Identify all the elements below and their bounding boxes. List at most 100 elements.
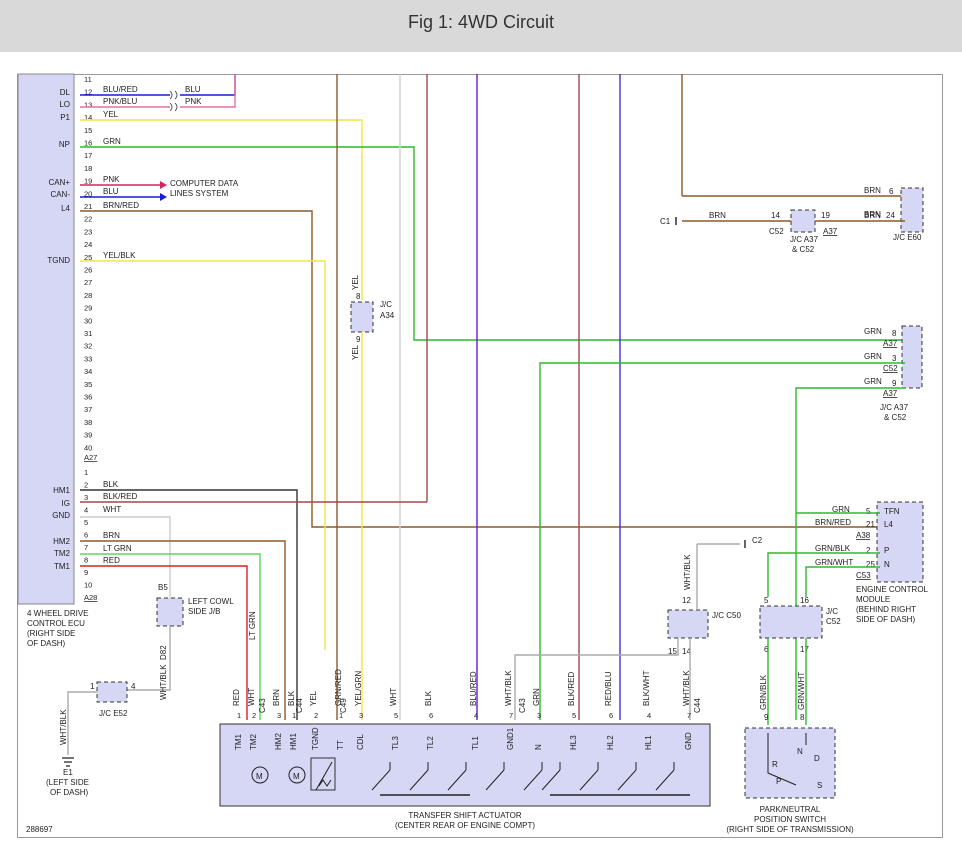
ecm-label-line: (BEHIND RIGHT bbox=[856, 605, 916, 614]
wire-label-20: BLU bbox=[103, 187, 119, 196]
actuator-pin-14: 4 bbox=[647, 711, 651, 720]
ecu-pin-38: 38 bbox=[84, 418, 92, 427]
jc-a34-name: J/C bbox=[380, 300, 392, 309]
ecu-body bbox=[17, 73, 75, 605]
jc-top-wire-r: BRN bbox=[864, 211, 881, 220]
pn-position-r: R bbox=[772, 760, 778, 769]
data-lines-label-2: LINES SYSTEM bbox=[170, 189, 229, 198]
data-lines-label-1: COMPUTER DATA bbox=[170, 179, 239, 188]
ecu-signal-hm1: HM1 bbox=[53, 486, 70, 495]
ecm-pin-21: 21 bbox=[866, 520, 875, 529]
pn-wire-grn-blk: GRN/BLK bbox=[759, 674, 768, 710]
actuator-wire-label-1: WHT bbox=[247, 688, 256, 706]
ecu-pin-37: 37 bbox=[84, 405, 92, 414]
jc-mid-pin-9: 9 bbox=[892, 379, 897, 388]
wire-label-12: BLU/RED bbox=[103, 85, 138, 94]
actuator-wire-label-13: RED/BLU bbox=[604, 671, 613, 706]
ecu-label-line: OF DASH) bbox=[27, 639, 66, 648]
ecu-signal-tm1: TM1 bbox=[54, 562, 71, 571]
ecm-box bbox=[876, 501, 924, 583]
switch-contact-icon bbox=[371, 762, 391, 791]
pn-switch-box bbox=[744, 727, 836, 799]
actuator-pin-0: 1 bbox=[237, 711, 241, 720]
wire-red-tm1 bbox=[80, 565, 248, 720]
jc-c50-box bbox=[667, 609, 709, 639]
ecu-signal-gnd: GND bbox=[52, 511, 70, 520]
pn-position-p: P bbox=[776, 777, 781, 786]
ground-e1-label-1: (LEFT SIDE bbox=[46, 778, 89, 787]
ecu-signal-can: CAN- bbox=[50, 190, 70, 199]
jc-mid-box bbox=[901, 325, 923, 389]
jc-a34-box bbox=[350, 301, 374, 333]
actuator-wire-label-3: BLK bbox=[287, 690, 296, 706]
wire-brn-red-21 bbox=[80, 210, 880, 528]
wire-wht-blk-gnd1 bbox=[514, 638, 679, 720]
wire-ltgrn-tm2 bbox=[80, 553, 261, 720]
jc-a34-wire-top: YEL bbox=[351, 274, 360, 290]
ecu-pin-36: 36 bbox=[84, 393, 92, 402]
ecu-pin-13: 13 bbox=[84, 100, 92, 109]
pn-label-line: (RIGHT SIDE OF TRANSMISSION) bbox=[726, 825, 854, 834]
actuator-wire-label-6: YEL/GRN bbox=[354, 671, 363, 706]
wire-wht-blk-cowl bbox=[125, 626, 171, 691]
jc-top-pin-l: 14 bbox=[771, 211, 780, 220]
actuator-terminal-hl3: HL3 bbox=[569, 735, 578, 750]
ecu-pin-b9: 9 bbox=[84, 568, 88, 577]
jc-mid-pin-3: 3 bbox=[892, 354, 897, 363]
motor-tm-label: M bbox=[256, 772, 263, 781]
jc-e60-wire-a: BRN bbox=[864, 186, 881, 195]
actuator-pin-7: 5 bbox=[394, 711, 398, 720]
switch-contact-icon bbox=[523, 762, 543, 791]
ecm-conn-top: A38 bbox=[856, 531, 871, 540]
actuator-pin-9: 4 bbox=[474, 711, 478, 720]
jc-e60-label: J/C E60 bbox=[893, 233, 922, 242]
actuator-wire-label-5: GRN/RED bbox=[334, 669, 343, 706]
ecu-signal-p1: P1 bbox=[60, 113, 70, 122]
ecu-pin-b6: 6 bbox=[84, 531, 88, 540]
ecu-label-line: 4 WHEEL DRIVE bbox=[27, 609, 89, 618]
ecu-signal-hm2: HM2 bbox=[53, 537, 70, 546]
jc-e52-pin-4: 4 bbox=[131, 682, 136, 691]
actuator-pin-1: 2 bbox=[252, 711, 256, 720]
jc-a34-wire-bot: YEL bbox=[351, 344, 360, 360]
actuator-pin-4: 2 bbox=[314, 711, 318, 720]
actuator-terminal-tl1: TL1 bbox=[471, 736, 480, 750]
actuator-sensor-box bbox=[310, 757, 336, 791]
ecu-pin-27: 27 bbox=[84, 278, 92, 287]
actuator-terminal-tgnd: TGND bbox=[311, 727, 320, 750]
ground-e1-symbol bbox=[62, 757, 74, 767]
actuator-wire-label-4: YEL bbox=[309, 690, 318, 706]
wire-label-b3: BLK/RED bbox=[103, 492, 137, 501]
ecm-wire-1: BRN/RED bbox=[815, 518, 851, 527]
ecu-pin-b2: 2 bbox=[84, 481, 88, 490]
cowl-box bbox=[156, 597, 184, 627]
cowl-wire-label: WHT/BLK bbox=[159, 664, 168, 700]
jc-c50-pin-12: 12 bbox=[682, 596, 691, 605]
motor-hm-label: M bbox=[293, 772, 300, 781]
ecu-pin-14: 14 bbox=[84, 113, 92, 122]
ecu-pin-25: 25 bbox=[84, 253, 92, 262]
ecm-wire-2: GRN/BLK bbox=[815, 544, 851, 553]
ecu-pin-12: 12 bbox=[84, 88, 92, 97]
ecu-pin-32: 32 bbox=[84, 342, 92, 351]
ecu-pin-20: 20 bbox=[84, 189, 92, 198]
wire-blk-hm1 bbox=[80, 489, 298, 720]
ecu-pin-22: 22 bbox=[84, 215, 92, 224]
actuator-wire-label-8: BLK bbox=[424, 690, 433, 706]
actuator-pin-8: 6 bbox=[429, 711, 433, 720]
jc-c50-pin-15: 15 bbox=[668, 647, 677, 656]
wire-label-13: PNK/BLU bbox=[103, 97, 137, 106]
jc-top-conn-r: A37 bbox=[823, 227, 838, 236]
pn-label-line: PARK/NEUTRAL bbox=[760, 805, 821, 814]
jc-c52-pin-6: 6 bbox=[764, 645, 769, 654]
wire-label-13b: PNK bbox=[185, 97, 202, 106]
actuator-wire-label-0: RED bbox=[232, 689, 241, 706]
wire-yel-blk-25 bbox=[80, 260, 326, 650]
wire-grn-blk-ecm bbox=[767, 552, 880, 597]
actuator-pin-6: 3 bbox=[359, 711, 363, 720]
actuator-terminal-hl1: HL1 bbox=[644, 735, 653, 750]
ecu-pin-30: 30 bbox=[84, 316, 92, 325]
actuator-pin-2: 3 bbox=[277, 711, 281, 720]
jc-e52-wire-label: WHT/BLK bbox=[59, 709, 68, 745]
